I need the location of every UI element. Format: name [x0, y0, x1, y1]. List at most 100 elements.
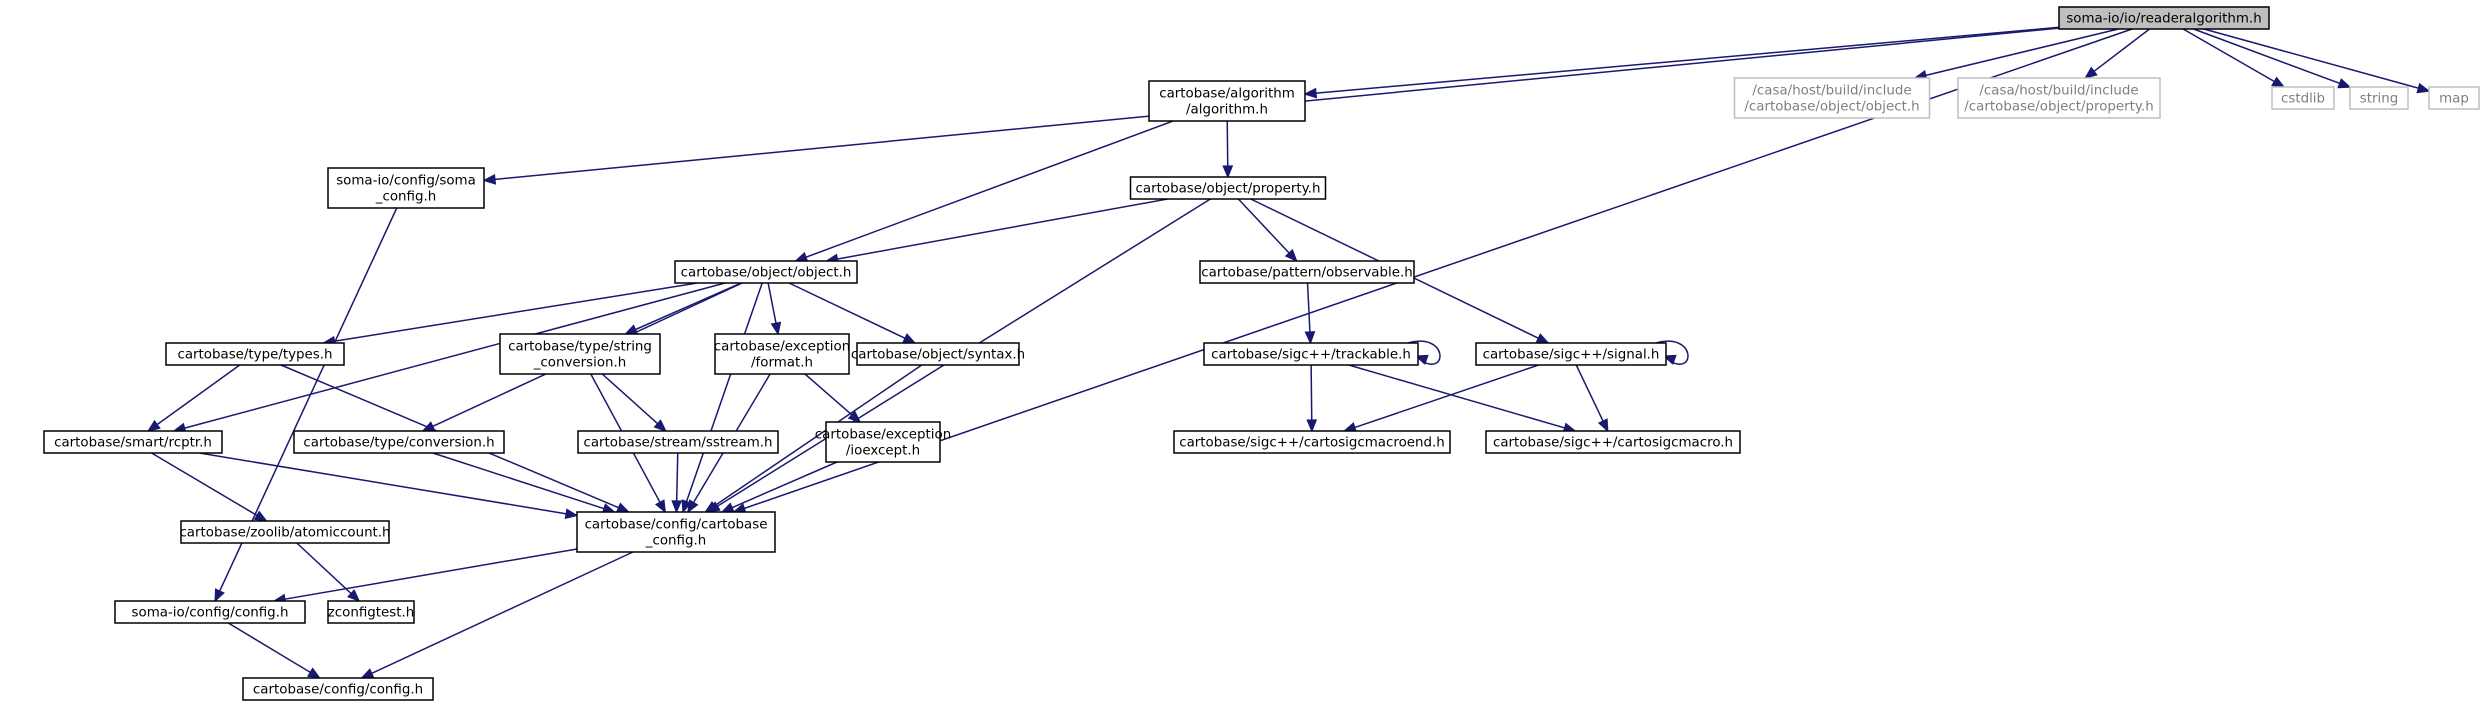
node-box — [1733, 77, 1931, 119]
node-label: cartobase/object/property.h — [1136, 182, 1321, 197]
node-label: cartobase/zoolib/atomiccount.h — [179, 526, 390, 541]
node-string_conv[interactable]: cartobase/type/string_conversion.h — [499, 333, 661, 375]
node-label: /cartobase/object/property.h — [1964, 100, 2153, 115]
node-property[interactable]: cartobase/object/property.h — [1129, 176, 1327, 200]
edge-root-to-ext_property-arrowhead — [2083, 66, 2098, 79]
edge-trackable-to-trackable — [1407, 340, 1441, 365]
edge-sstream-to-cartobase_config — [675, 452, 679, 503]
node-algorithm[interactable]: cartobase/algorithm/algorithm.h — [1148, 80, 1306, 122]
node-label: cartobase/sigc++/signal.h — [1483, 348, 1660, 363]
edge-string_conv-to-sstream — [601, 373, 659, 425]
edge-cartobase_config-to-cb_config-arrowhead — [360, 668, 375, 679]
edge-object-to-types — [333, 282, 698, 343]
node-string: string — [2349, 86, 2409, 110]
edge-types-to-rcptr-arrowhead — [146, 419, 161, 432]
edge-property-to-observable — [1237, 198, 1291, 255]
edge-signal-to-macroend — [1353, 364, 1539, 429]
node-box — [327, 600, 415, 624]
node-zconfigtest[interactable]: zconfigtest.h — [327, 600, 415, 624]
node-box — [242, 677, 434, 701]
node-rcptr[interactable]: cartobase/smart/rcptr.h — [43, 430, 223, 454]
node-label: cartobase/sigc++/cartosigcmacro.h — [1493, 436, 1733, 451]
node-label: string — [2360, 92, 2398, 107]
node-types[interactable]: cartobase/type/types.h — [165, 342, 345, 366]
node-atomiccount[interactable]: cartobase/zoolib/atomiccount.h — [179, 520, 391, 544]
edge-observable-to-trackable-arrowhead — [1304, 331, 1316, 345]
edge-rcptr-to-cartobase_config — [199, 452, 568, 515]
node-syntax[interactable]: cartobase/object/syntax.h — [851, 342, 1025, 366]
edge-atomiccount-to-zconfigtest-arrowhead — [347, 589, 361, 603]
node-label: cstdlib — [2281, 92, 2325, 107]
node-trackable[interactable]: cartobase/sigc++/trackable.h — [1203, 342, 1419, 366]
node-box — [180, 520, 390, 544]
edge-root-to-ext_property — [2092, 28, 2151, 73]
edge-algorithm-to-property — [1226, 120, 1229, 168]
node-box — [1485, 430, 1741, 454]
edge-rcptr-to-atomiccount — [151, 452, 259, 517]
node-box — [1475, 342, 1667, 366]
node-cstdlib: cstdlib — [2271, 86, 2335, 110]
node-soma_config[interactable]: soma-io/config/soma_config.h — [327, 167, 485, 209]
node-signal[interactable]: cartobase/sigc++/signal.h — [1475, 342, 1667, 366]
edge-property-to-signal-arrowhead — [1535, 333, 1550, 344]
node-box — [165, 342, 345, 366]
node-box — [1148, 80, 1306, 122]
node-macroend[interactable]: cartobase/sigc++/cartosigcmacroend.h — [1173, 430, 1451, 454]
node-somaio_config[interactable]: soma-io/config/config.h — [114, 600, 306, 624]
node-box — [1173, 430, 1451, 454]
edge-conversion-to-cartobase_config — [432, 452, 606, 510]
edge-string_conv-to-sstream-arrowhead — [653, 419, 667, 433]
node-box — [293, 430, 505, 454]
node-box — [2428, 86, 2480, 110]
node-label: cartobase/sigc++/cartosigcmacroend.h — [1179, 436, 1445, 451]
edge-object-to-syntax-arrowhead — [902, 333, 917, 344]
node-conversion[interactable]: cartobase/type/conversion.h — [293, 430, 505, 454]
node-box — [327, 167, 485, 209]
node-box — [1129, 176, 1327, 200]
edge-object-to-cartobase_config — [685, 282, 763, 503]
node-cartobase_config[interactable]: cartobase/config/cartobase_config.h — [576, 511, 776, 553]
node-box — [43, 430, 223, 454]
edge-rcptr-to-cartobase_config-arrowhead — [564, 508, 579, 520]
node-label: cartobase/stream/sstream.h — [583, 436, 772, 451]
node-sstream[interactable]: cartobase/stream/sstream.h — [577, 430, 779, 454]
edge-object-to-syntax — [788, 282, 907, 340]
node-box — [576, 511, 776, 553]
node-macro[interactable]: cartobase/sigc++/cartosigcmacro.h — [1485, 430, 1741, 454]
node-label: cartobase/type/conversion.h — [303, 436, 494, 451]
node-ioexcept[interactable]: cartobase/exception/ioexcept.h — [815, 421, 951, 463]
node-label: map — [2439, 92, 2469, 107]
node-label: cartobase/algorithm — [1159, 87, 1295, 102]
edge-trackable-to-macro — [1348, 364, 1566, 429]
node-format[interactable]: cartobase/exception/format.h — [714, 333, 850, 375]
node-box — [2271, 86, 2335, 110]
node-label: _conversion.h — [533, 356, 627, 371]
node-object[interactable]: cartobase/object/object.h — [674, 260, 858, 284]
edge-trackable-to-macroend-arrowhead — [1306, 419, 1318, 433]
edge-cartobase_config-to-somaio_config — [283, 548, 578, 601]
edge-somaio_config-to-cb_config-arrowhead — [306, 667, 322, 679]
node-label: cartobase/exception — [714, 340, 850, 355]
node-observable[interactable]: cartobase/pattern/observable.h — [1199, 260, 1415, 284]
edge-signal-to-macro-arrowhead — [1597, 418, 1609, 433]
edge-root-to-map — [2203, 28, 2420, 90]
node-label: cartobase/config/config.h — [253, 683, 423, 698]
edge-string_conv-to-cartobase_config-arrowhead — [654, 499, 666, 514]
node-label: cartobase/type/string — [508, 340, 652, 355]
node-cb_config[interactable]: cartobase/config/config.h — [242, 677, 434, 701]
node-label: cartobase/config/cartobase — [585, 518, 768, 533]
node-root[interactable]: soma-io/io/readeralgorithm.h — [2058, 6, 2270, 30]
edge-root-to-string-arrowhead — [2337, 78, 2352, 89]
node-label: /casa/host/build/include — [1979, 84, 2138, 99]
node-box — [1203, 342, 1419, 366]
edge-property-to-observable-arrowhead — [1284, 248, 1298, 263]
edge-observable-to-trackable — [1306, 282, 1311, 334]
edge-object-to-format — [767, 282, 777, 325]
node-label: cartobase/sigc++/trackable.h — [1211, 348, 1411, 363]
edge-types-to-rcptr — [155, 364, 241, 426]
node-label: _config.h — [375, 190, 436, 205]
edge-rcptr-to-atomiccount-arrowhead — [253, 510, 268, 522]
edge-algorithm-to-object-arrowhead — [794, 251, 809, 263]
edge-format-to-ioexcept-arrowhead — [847, 410, 862, 424]
